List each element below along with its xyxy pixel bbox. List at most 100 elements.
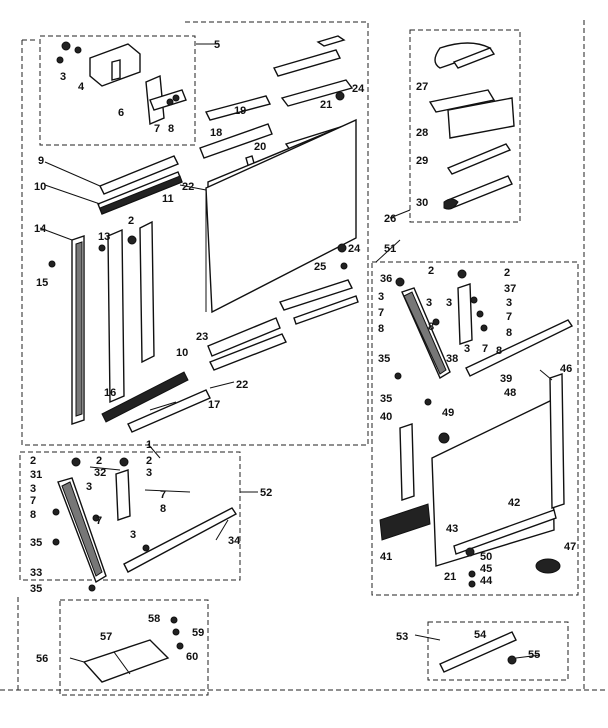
label-3-l4: 3 (130, 529, 136, 541)
label-3-r2: 3 (426, 297, 432, 309)
label-35-l1: 35 (30, 537, 42, 549)
label-14: 14 (34, 223, 47, 235)
label-35-l2: 35 (30, 583, 42, 595)
label-30: 30 (416, 197, 428, 209)
label-13: 13 (98, 231, 110, 243)
label-43: 43 (446, 523, 458, 535)
label-59: 59 (192, 627, 204, 639)
label-3-l3: 3 (146, 467, 152, 479)
label-3-r3: 3 (446, 297, 452, 309)
label-2-r1: 2 (428, 265, 434, 277)
label-27: 27 (416, 81, 428, 93)
label-39: 39 (500, 373, 512, 385)
bracket-kit (56, 41, 187, 126)
label-48: 48 (504, 387, 516, 399)
label-3-r5: 3 (464, 343, 470, 355)
label-5: 5 (214, 39, 220, 51)
label-36: 36 (380, 273, 392, 285)
label-29: 29 (416, 155, 428, 167)
label-8-l2: 8 (160, 503, 166, 515)
label-8-r4: 8 (496, 345, 502, 357)
label-37: 37 (504, 283, 516, 295)
label-50: 50 (480, 551, 492, 563)
label-7-l3: 7 (96, 515, 102, 527)
label-16: 16 (104, 387, 116, 399)
label-55: 55 (528, 649, 540, 661)
label-34: 34 (228, 535, 241, 547)
label-35-r2: 35 (380, 393, 392, 405)
label-51: 51 (384, 243, 396, 255)
label-6: 6 (118, 107, 124, 119)
label-2-l2: 2 (96, 455, 102, 467)
label-7-r3: 7 (482, 343, 488, 355)
label-45: 45 (480, 563, 492, 575)
label-32: 32 (94, 467, 106, 479)
label-3-l1: 3 (30, 483, 36, 495)
label-8-l1: 8 (30, 509, 36, 521)
label-2-r2: 2 (504, 267, 510, 279)
label-12: 2 (128, 215, 134, 227)
label-53: 53 (396, 631, 408, 643)
bottom-rails (101, 243, 359, 433)
label-7: 7 (154, 123, 160, 135)
label-23: 23 (196, 331, 208, 343)
label-7-l2: 7 (160, 489, 166, 501)
window-assembly (379, 269, 574, 588)
label-3: 3 (60, 71, 66, 83)
label-10-top: 10 (34, 181, 46, 193)
label-54: 54 (474, 629, 487, 641)
part-labels: 5 3 4 6 7 8 18 19 20 21 24 9 10 22 11 2 … (30, 39, 576, 665)
sash-assembly (52, 457, 238, 592)
label-21-top: 21 (320, 99, 332, 111)
group-borders (0, 20, 608, 696)
frame-panel (205, 118, 357, 314)
label-35-r1: 35 (378, 353, 390, 365)
label-24-top: 24 (352, 83, 365, 95)
label-28: 28 (416, 127, 428, 139)
label-22-top: 22 (182, 181, 194, 193)
label-42: 42 (508, 497, 520, 509)
label-41: 41 (380, 551, 392, 563)
label-31: 31 (30, 469, 42, 481)
label-25: 25 (314, 261, 326, 273)
label-60: 60 (186, 651, 198, 663)
label-57: 57 (100, 631, 112, 643)
label-33: 33 (30, 567, 42, 579)
label-26: 26 (384, 213, 396, 225)
label-47: 47 (564, 541, 576, 553)
label-22-bottom: 22 (236, 379, 248, 391)
label-21-bottom: 21 (444, 571, 456, 583)
label-2-l3: 2 (146, 455, 152, 467)
label-1: 1 (146, 439, 152, 451)
label-52: 52 (260, 487, 272, 499)
label-7-l1: 7 (30, 495, 36, 507)
label-8-r2: 8 (428, 321, 434, 333)
label-4: 4 (78, 81, 85, 93)
side-bars (48, 155, 183, 425)
label-56: 56 (36, 653, 48, 665)
label-46: 46 (560, 363, 572, 375)
label-58: 58 (148, 613, 160, 625)
label-7-r1: 7 (378, 307, 384, 319)
label-38: 38 (446, 353, 458, 365)
bag-kits (82, 616, 517, 683)
label-8: 8 (168, 123, 174, 135)
label-3-r4: 3 (506, 297, 512, 309)
label-9: 9 (38, 155, 44, 167)
label-3-l2: 3 (86, 481, 92, 493)
label-3-r1: 3 (378, 291, 384, 303)
label-40: 40 (380, 411, 392, 423)
label-20: 20 (254, 141, 266, 153)
label-19: 19 (234, 105, 246, 117)
label-18: 18 (210, 127, 222, 139)
label-2-l1: 2 (30, 455, 36, 467)
label-49: 49 (442, 407, 454, 419)
label-17: 17 (208, 399, 220, 411)
seal-kit (428, 42, 515, 210)
label-7-r2: 7 (506, 311, 512, 323)
label-8-r3: 8 (506, 327, 512, 339)
label-10-bottom: 10 (176, 347, 188, 359)
label-24-mid: 24 (348, 243, 361, 255)
label-11: 11 (162, 193, 174, 205)
